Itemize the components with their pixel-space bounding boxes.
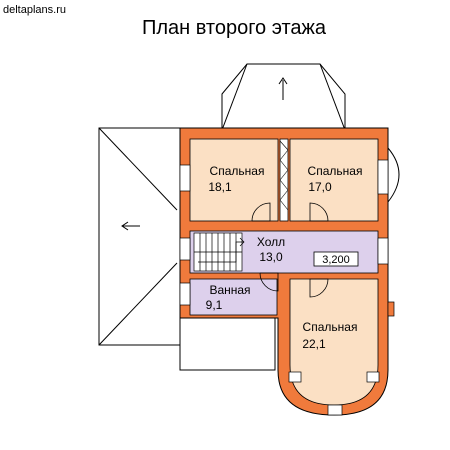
room-area-bedroom-3: 22,1	[302, 337, 326, 351]
chimney-vent	[387, 301, 395, 317]
room-area-bathroom: 9,1	[206, 298, 223, 312]
room-name-bedroom-3: Спальная	[303, 320, 358, 334]
room-area-hall: 13,0	[259, 250, 283, 264]
room-name-bathroom: Ванная	[209, 283, 250, 297]
doors	[251, 202, 329, 298]
windows	[179, 159, 389, 416]
room-bathroom	[189, 278, 278, 316]
staircase	[193, 232, 245, 272]
room-name-hall: Холл	[257, 235, 285, 249]
room-bedroom-2	[289, 138, 379, 222]
room-bedroom-1	[189, 138, 279, 222]
arrow-up-icon	[278, 77, 288, 100]
arrow-left-icon	[121, 221, 140, 231]
room-area-bedroom-1: 18,1	[208, 180, 232, 194]
bottom-terrace	[179, 317, 276, 371]
room-name-bedroom-1: Спальная	[210, 164, 265, 178]
room-name-bedroom-2: Спальная	[308, 164, 363, 178]
level-mark: 3,200	[322, 254, 350, 266]
level-mark-box	[313, 251, 359, 267]
watermark-text: deltaplans.ru	[3, 4, 66, 16]
plan-title: План второго этажа	[142, 17, 327, 39]
room-area-bedroom-2: 17,0	[308, 180, 332, 194]
bay-window	[387, 147, 400, 203]
left-roof	[98, 127, 181, 346]
